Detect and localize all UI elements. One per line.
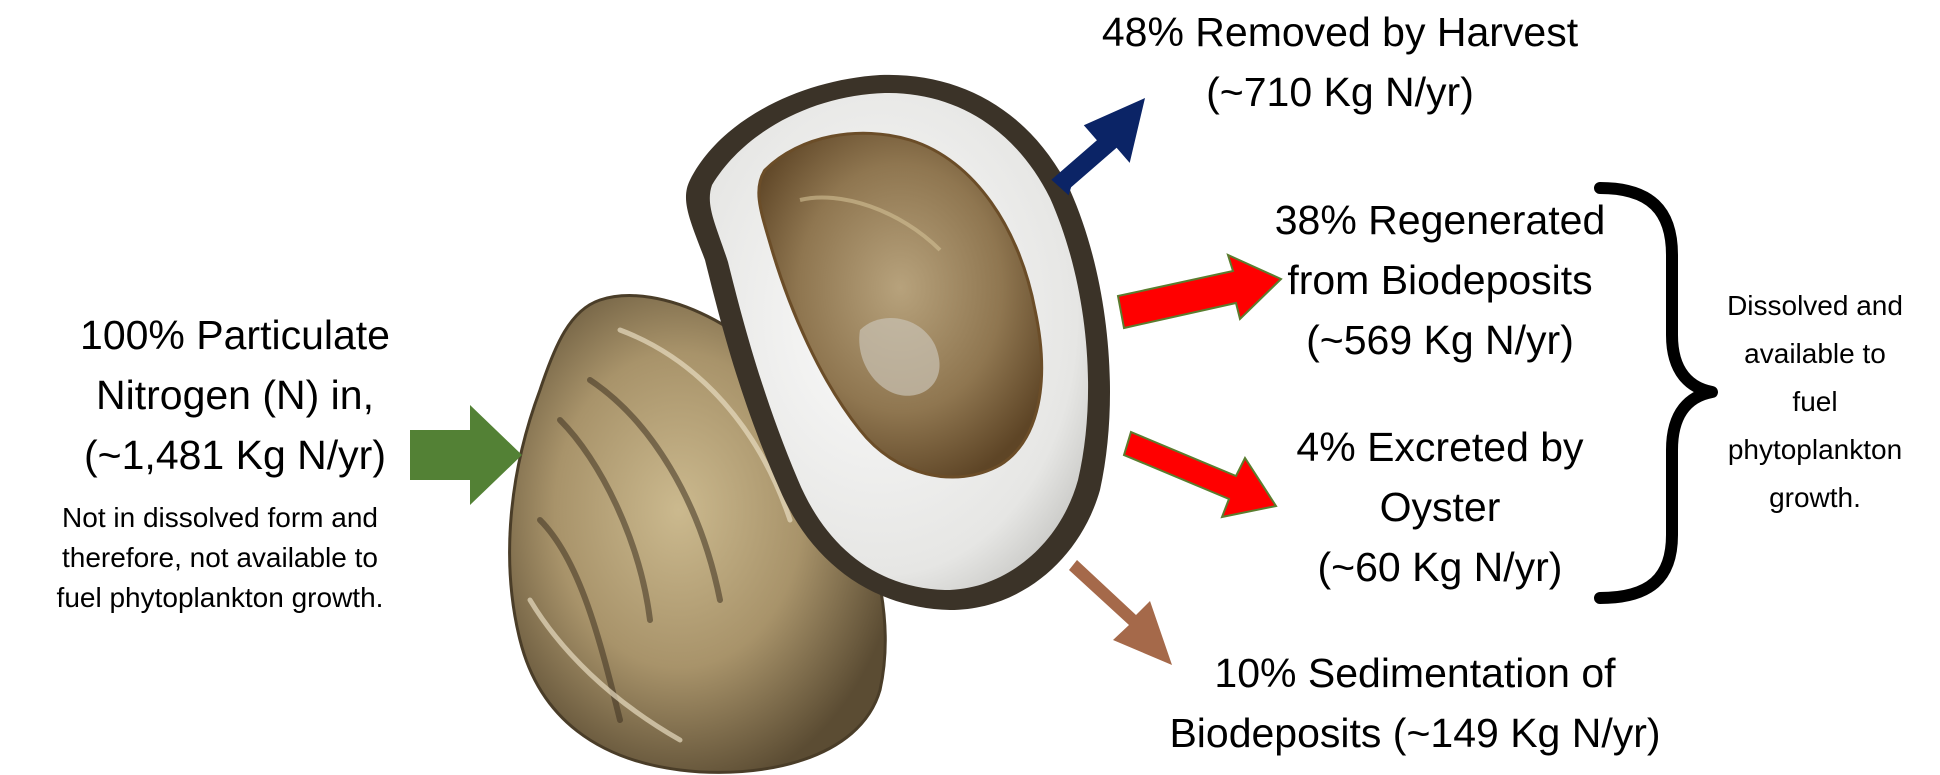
dissolved-line-1: Dissolved and <box>1690 282 1940 330</box>
regenerated-line-2: from Biodeposits <box>1240 250 1640 310</box>
dissolved-line-4: phytoplankton <box>1690 426 1940 474</box>
input-note-line-2: therefore, not available to <box>0 538 440 578</box>
sedimentation-line-1: 10% Sedimentation of <box>1155 643 1675 703</box>
sedimentation-line-2: Biodeposits (~149 Kg N/yr) <box>1155 703 1675 763</box>
dissolved-line-2: available to <box>1690 330 1940 378</box>
sedimentation-label: 10% Sedimentation of Biodeposits (~149 K… <box>1155 643 1675 763</box>
dissolved-line-5: growth. <box>1690 474 1940 522</box>
dissolved-note: Dissolved and available to fuel phytopla… <box>1690 282 1940 522</box>
input-note: Not in dissolved form and therefore, not… <box>0 498 440 618</box>
input-label: 100% Particulate Nitrogen (N) in, (~1,48… <box>30 305 440 485</box>
harvest-line-2: (~710 Kg N/yr) <box>1080 62 1600 122</box>
excreted-line-2: Oyster <box>1240 477 1640 537</box>
dissolved-line-3: fuel <box>1690 378 1940 426</box>
input-note-line-1: Not in dissolved form and <box>0 498 440 538</box>
input-line-3: (~1,481 Kg N/yr) <box>30 425 440 485</box>
input-line-2: Nitrogen (N) in, <box>30 365 440 425</box>
excreted-line-1: 4% Excreted by <box>1240 417 1640 477</box>
excreted-line-3: (~60 Kg N/yr) <box>1240 537 1640 597</box>
regenerated-label: 38% Regenerated from Biodeposits (~569 K… <box>1240 190 1640 370</box>
oyster-illustration <box>510 75 1110 773</box>
harvest-label: 48% Removed by Harvest (~710 Kg N/yr) <box>1080 2 1600 122</box>
excreted-label: 4% Excreted by Oyster (~60 Kg N/yr) <box>1240 417 1640 597</box>
harvest-line-1: 48% Removed by Harvest <box>1080 2 1600 62</box>
regenerated-line-3: (~569 Kg N/yr) <box>1240 310 1640 370</box>
input-line-1: 100% Particulate <box>30 305 440 365</box>
input-note-line-3: fuel phytoplankton growth. <box>0 578 440 618</box>
regenerated-line-1: 38% Regenerated <box>1240 190 1640 250</box>
